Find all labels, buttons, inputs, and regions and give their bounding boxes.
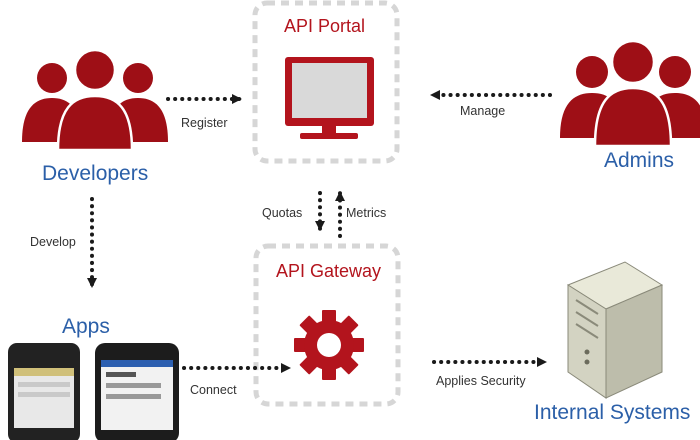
smartphone-icon xyxy=(8,343,80,440)
apps-label: Apps xyxy=(62,315,110,338)
applies-security-label: Applies Security xyxy=(436,374,526,388)
manage-label: Manage xyxy=(460,104,506,118)
connect-label: Connect xyxy=(190,383,237,397)
users-group-icon xyxy=(22,48,168,152)
portal-title: API Portal xyxy=(284,16,366,36)
internal-systems-label: Internal Systems xyxy=(534,401,691,424)
quotas-label: Quotas xyxy=(262,206,303,220)
monitor-icon xyxy=(285,57,374,139)
developers-label: Developers xyxy=(42,162,149,185)
register-label: Register xyxy=(181,116,228,130)
portal-box xyxy=(252,0,400,164)
users-group-icon xyxy=(560,39,700,148)
admins-label: Admins xyxy=(604,149,675,172)
server-icon xyxy=(566,261,664,399)
gear-icon xyxy=(294,310,364,380)
metrics-label: Metrics xyxy=(346,206,387,220)
gateway-box xyxy=(253,243,401,407)
develop-label: Develop xyxy=(30,235,76,249)
gateway-title: API Gateway xyxy=(276,261,382,281)
smartphone-icon xyxy=(95,343,179,440)
